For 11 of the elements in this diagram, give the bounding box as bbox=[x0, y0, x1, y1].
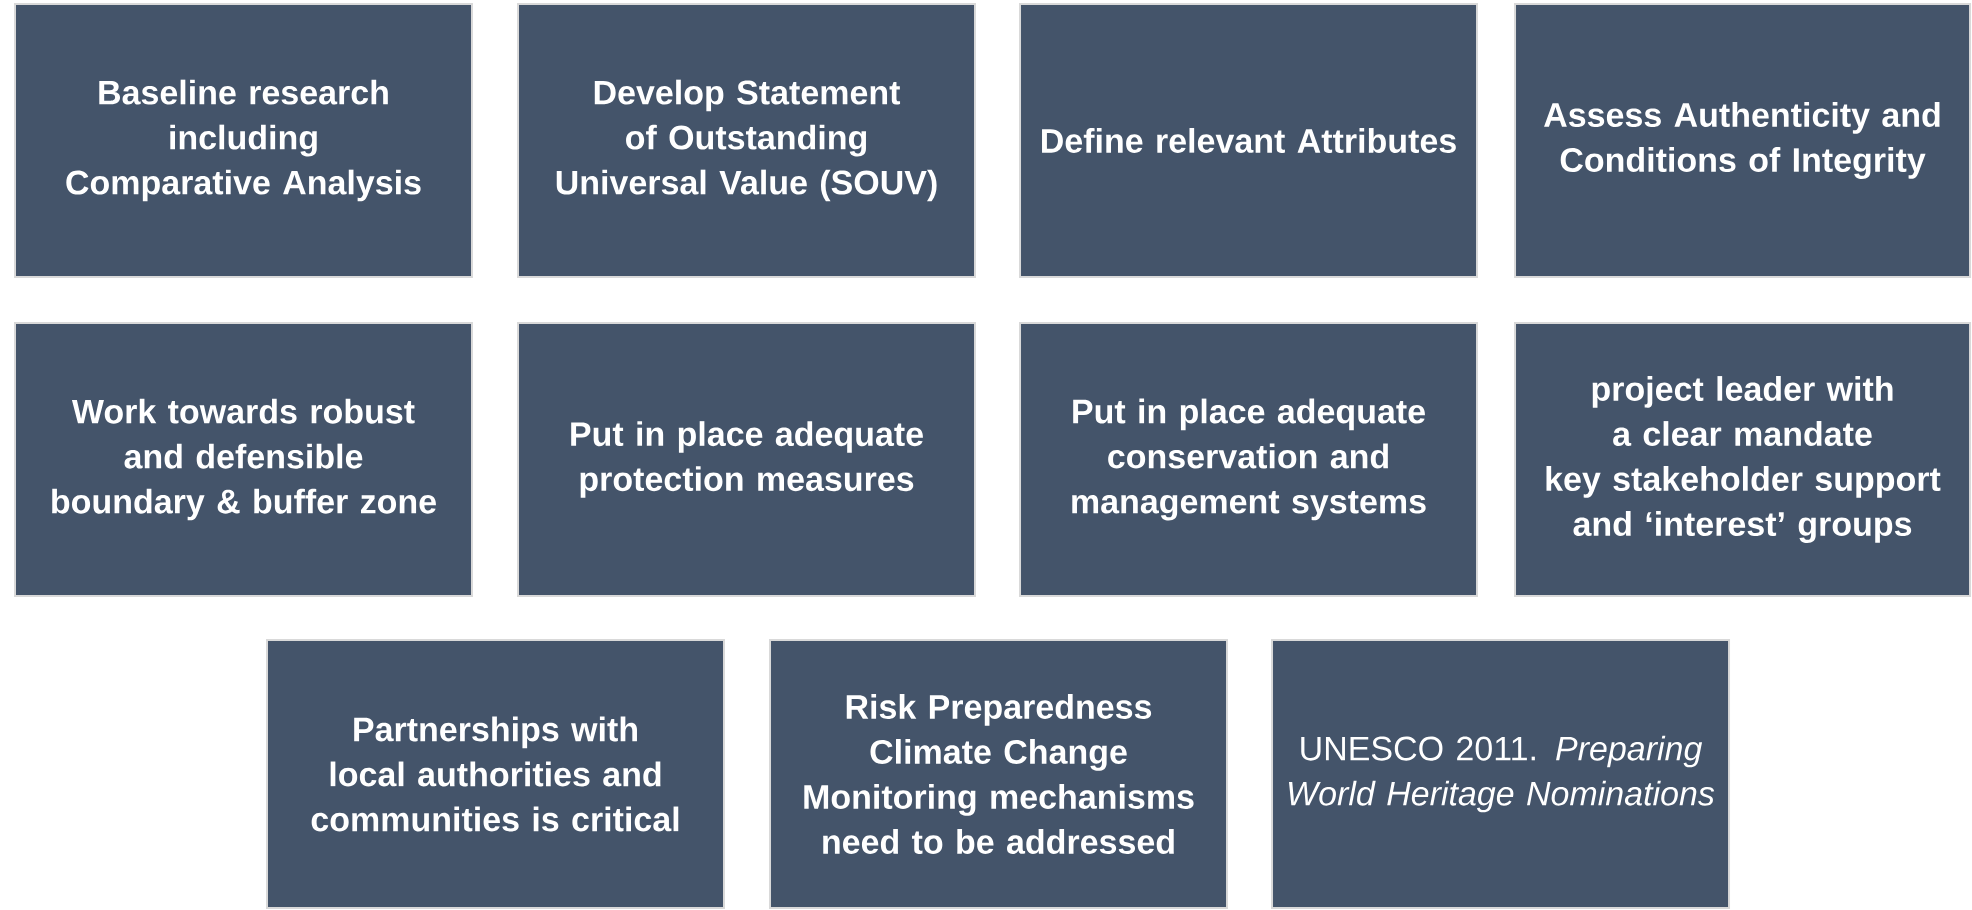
text-box: Baseline research including Comparative Analysis bbox=[14, 3, 473, 278]
text-box: Define relevant Attributes bbox=[1019, 3, 1478, 278]
text-box: Work towards robust and defensible boundary & buffer zone bbox=[14, 322, 473, 597]
text-box: Put in place adequate protection measures bbox=[517, 322, 976, 597]
text-box: Assess Authenticity and Conditions of Integrity bbox=[1514, 3, 1972, 278]
text-box: Put in place adequate conservation and management systems bbox=[1019, 322, 1478, 597]
text-box: UNESCO 2011. Preparing World Heritage Nominations bbox=[1271, 639, 1730, 909]
text-box: Develop Statement of Outstanding Universal Value (SOUV) bbox=[517, 3, 976, 278]
text-box: Risk Preparedness Climate Change Monitoring mechanisms need to be addressed bbox=[769, 639, 1228, 909]
text-box: Partnerships with local authorities and communities is critical bbox=[266, 639, 725, 909]
text-box: project leader with a clear mandate key stakeholder support and ‘interest’ groups bbox=[1514, 322, 1972, 597]
